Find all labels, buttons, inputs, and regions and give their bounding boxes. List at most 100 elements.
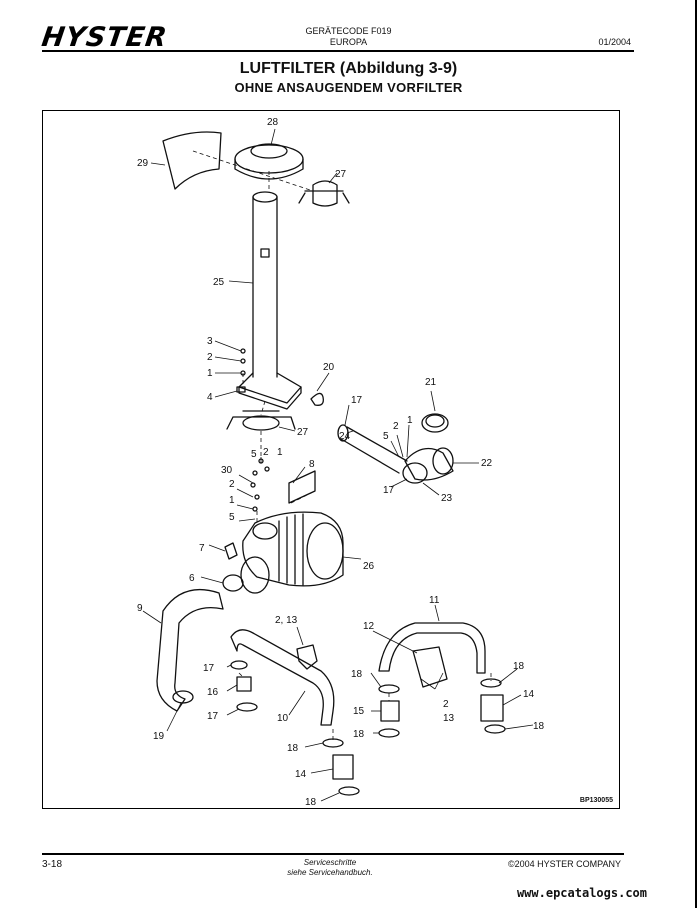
- figure-reference: BP130055: [579, 797, 613, 804]
- clamp-part-6: [222, 574, 244, 592]
- clamp-part-18-e: [480, 678, 502, 688]
- hose-part-10: [230, 629, 335, 726]
- hose-part-21: [421, 413, 449, 433]
- callout-26: 26: [363, 561, 375, 572]
- callout-14-center: 14: [295, 769, 307, 780]
- callout-2-13: 2, 13: [275, 615, 298, 626]
- shield-part-29: [162, 131, 222, 190]
- callout-27-lower: 27: [297, 427, 309, 438]
- callout-5-lower: 5: [229, 512, 235, 523]
- header-code-line2: EUROPA: [329, 37, 368, 47]
- clamp-part-18-d: [378, 728, 400, 738]
- callout-2-bracket: 2: [443, 699, 449, 710]
- coupling-part-14-b: [480, 694, 504, 722]
- header-code-line1: GERÄTECODE F019: [305, 26, 392, 36]
- page-number: 3-18: [42, 859, 63, 870]
- callout-15: 15: [353, 706, 365, 717]
- callout-28: 28: [267, 117, 279, 128]
- callout-27-upper: 27: [335, 169, 347, 180]
- callout-25: 25: [213, 277, 225, 288]
- callout-17-left-lower: 17: [207, 711, 219, 722]
- callout-14-far-right: 14: [523, 689, 535, 700]
- bracket-part-8: [288, 470, 316, 504]
- callout-18-right-lower: 18: [353, 729, 365, 740]
- callout-2: 2: [207, 352, 213, 363]
- tube-part-25-top: [252, 191, 278, 203]
- callout-18-far-right-upper: 18: [513, 661, 525, 672]
- clamp-part-18-a: [322, 738, 344, 748]
- footer-note-line1: Serviceschritte: [303, 858, 357, 867]
- clamp-part-17-lower: [236, 702, 258, 712]
- page-edge-line: [695, 0, 697, 908]
- elbow-part-23: [402, 462, 428, 484]
- callout-1-mid: 1: [277, 447, 283, 458]
- clamp-part-27-lower: [242, 415, 280, 431]
- callout-17-left: 17: [203, 663, 215, 674]
- plug-part-7: [224, 542, 238, 560]
- bracket-part-12: [412, 646, 448, 688]
- coupling-part-14-a: [332, 754, 354, 780]
- callout-1: 1: [207, 368, 213, 379]
- clamp-part-27-upper: [298, 180, 350, 207]
- callout-17-upper: 17: [351, 395, 363, 406]
- callout-23: 23: [441, 493, 453, 504]
- callout-18-center-upper: 18: [287, 743, 299, 754]
- tube-part-25-flange: [238, 372, 302, 404]
- clamp-part-18-f: [484, 724, 506, 734]
- callout-7: 7: [199, 543, 205, 554]
- callout-16: 16: [207, 687, 219, 698]
- callout-18-center-lower: 18: [305, 797, 317, 808]
- callout-19: 19: [153, 731, 165, 742]
- callout-1-right: 1: [407, 415, 413, 426]
- clamp-part-17-upper: [230, 660, 248, 670]
- callout-2-right: 2: [393, 421, 399, 432]
- header-rule: [42, 50, 634, 52]
- callout-11: 11: [429, 595, 440, 606]
- clip-part-2-13: [296, 644, 318, 670]
- clamp-part-19: [172, 690, 194, 704]
- callout-4: 4: [207, 392, 213, 403]
- callout-13: 13: [443, 713, 455, 724]
- page-title: LUFTFILTER (Abbildung 3-9): [239, 60, 458, 77]
- callout-8: 8: [309, 459, 315, 470]
- footer-copyright: ©2004 HYSTER COMPANY: [508, 859, 621, 869]
- hose-part-11: [378, 622, 486, 674]
- cap-part-28-top: [250, 143, 288, 159]
- callout-29: 29: [137, 158, 149, 169]
- cap-part-28: [234, 144, 304, 174]
- grommet-part-20: [310, 392, 324, 406]
- callout-18-right-upper: 18: [351, 669, 363, 680]
- exploded-view-figure: 29 28 27 25 3 2 1 4 20 21 17 2 1 5 27 24…: [42, 110, 620, 809]
- callout-6: 6: [189, 573, 195, 584]
- elbow-part-22: [404, 447, 454, 481]
- clamp-part-18-c: [378, 684, 400, 694]
- tube-part-24: [340, 426, 408, 474]
- footer-rule: [42, 853, 624, 855]
- sleeve-part-15: [380, 700, 400, 722]
- clamp-part-18-b: [338, 786, 360, 796]
- callout-17-mid: 17: [383, 485, 395, 496]
- callout-3: 3: [207, 336, 213, 347]
- callout-5-mid: 5: [251, 449, 257, 460]
- callout-1-lower: 1: [229, 495, 235, 506]
- header-date: 01/2004: [598, 37, 631, 47]
- footer-note: Serviceschritte siehe Servicehandbuch.: [230, 858, 430, 878]
- header-code: GERÄTECODE F019 EUROPA: [0, 26, 697, 48]
- callout-5-right: 5: [383, 431, 389, 442]
- callout-2-lower: 2: [229, 479, 235, 490]
- footer-note-line2: siehe Servicehandbuch.: [287, 868, 373, 877]
- callout-22: 22: [481, 458, 493, 469]
- callout-12: 12: [363, 621, 375, 632]
- callout-24: 24: [339, 431, 351, 442]
- callout-9: 9: [137, 603, 143, 614]
- callout-30: 30: [221, 465, 233, 476]
- air-filter-diagram: 29 28 27 25 3 2 1 4 20 21 17 2 1 5 27 24…: [137, 117, 545, 808]
- callout-20: 20: [323, 362, 335, 373]
- tube-part-25-label: [260, 248, 270, 258]
- sleeve-part-16: [236, 676, 252, 692]
- callout-18-far-right-lower: 18: [533, 721, 545, 732]
- page-subtitle: OHNE ANSAUGENDEM VORFILTER: [234, 80, 463, 95]
- air-filter-part-26: [242, 511, 344, 587]
- callout-21: 21: [425, 377, 437, 388]
- watermark-link[interactable]: www.epcatalogs.com: [516, 886, 647, 900]
